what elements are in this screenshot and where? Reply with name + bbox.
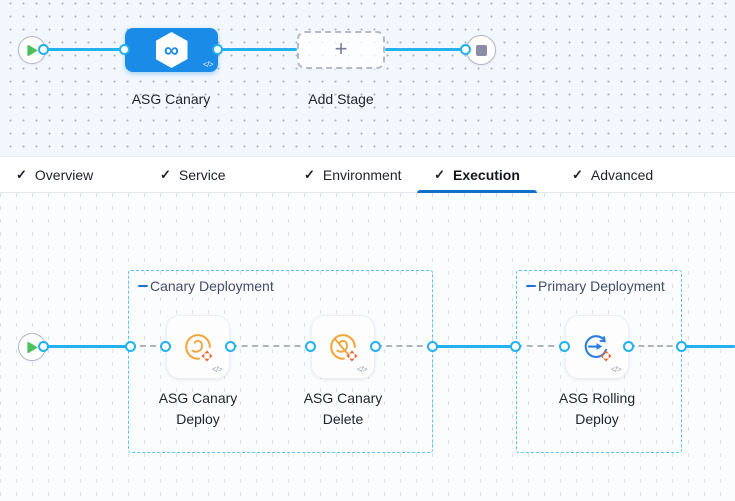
step-card-asg-canary-delete[interactable]: </> — [311, 315, 375, 379]
add-stage-label: Add Stage — [308, 91, 374, 107]
check-icon: ✓ — [434, 166, 445, 182]
tab-environment[interactable]: ✓ Environment — [304, 157, 402, 192]
tab-label: Service — [178, 166, 226, 183]
code-view-icon: </> — [610, 365, 622, 374]
connector-port — [460, 44, 471, 55]
add-stage-button[interactable]: + — [297, 31, 385, 69]
code-view-icon: </> — [211, 365, 223, 374]
stage-card-asg-canary[interactable]: ∞ </> — [125, 28, 218, 72]
tab-label: Execution — [453, 166, 520, 183]
connector-line — [44, 345, 130, 348]
check-icon: ✓ — [572, 166, 583, 182]
connector-port — [559, 341, 570, 352]
tab-label: Overview — [34, 166, 94, 183]
active-tab-indicator — [417, 190, 537, 193]
step-group-primary-deployment[interactable]: Primary Deployment — [516, 270, 682, 453]
tab-execution[interactable]: ✓ Execution — [417, 157, 537, 193]
connector-port — [38, 44, 49, 55]
step-name-label: ASG Rolling Deploy — [558, 390, 636, 427]
plus-icon: + — [334, 36, 348, 61]
connector-port — [370, 341, 381, 352]
play-icon — [27, 341, 38, 353]
pipeline-end-node — [466, 35, 496, 65]
stage-name-label: ASG Canary — [131, 91, 211, 107]
connector-port — [212, 44, 223, 55]
harness-cd-icon: ∞ — [155, 32, 188, 68]
step-name-label: ASG Canary Delete — [303, 390, 383, 427]
stage-config-tabs: ✓ Overview ✓ Service ✓ Environment ✓ Exe… — [0, 156, 735, 193]
connector-port — [119, 44, 130, 55]
tab-service[interactable]: ✓ Service — [160, 157, 226, 192]
play-icon — [27, 44, 38, 56]
collapse-group-icon[interactable] — [138, 284, 148, 288]
step-card-asg-rolling-deploy[interactable]: </> — [565, 315, 629, 379]
check-icon: ✓ — [160, 166, 171, 182]
connector-port — [510, 341, 521, 352]
connector-port — [676, 341, 687, 352]
tab-label: Advanced — [590, 166, 654, 183]
code-view-icon: </> — [202, 60, 214, 69]
connector-line — [433, 345, 516, 348]
connector-line — [682, 345, 735, 348]
group-header: Canary Deployment — [138, 278, 274, 294]
tab-advanced[interactable]: ✓ Advanced — [572, 157, 653, 192]
connector-port — [225, 341, 236, 352]
step-group-canary-deployment[interactable]: Canary Deployment — [128, 270, 433, 453]
group-title: Canary Deployment — [150, 278, 274, 294]
connector-line-dashed — [516, 345, 565, 347]
connector-port — [427, 341, 438, 352]
asg-rolling-deploy-icon — [584, 335, 612, 362]
connector-line-dashed — [231, 345, 311, 347]
asg-canary-deploy-icon — [185, 334, 213, 362]
asg-canary-delete-icon — [330, 334, 358, 362]
tab-overview[interactable]: ✓ Overview — [16, 157, 93, 192]
stop-icon — [475, 44, 487, 56]
harness-logo-glyph: ∞ — [164, 38, 179, 62]
connector-port — [623, 341, 634, 352]
connector-line-dashed — [130, 345, 166, 347]
step-name-label: ASG Canary Deploy — [158, 390, 238, 427]
stage-pipeline-canvas[interactable]: ∞ </> + ASG Canary Add Stage — [0, 0, 735, 156]
execution-canvas[interactable]: Canary Deployment Primary Deployment — [0, 193, 735, 501]
connector-line — [218, 48, 297, 51]
connector-port — [305, 341, 316, 352]
connector-line — [385, 48, 466, 51]
connector-line-dashed — [376, 345, 433, 347]
connector-port — [125, 341, 136, 352]
collapse-group-icon[interactable] — [526, 284, 536, 288]
connector-port — [38, 341, 49, 352]
connector-line — [44, 48, 126, 51]
connector-line-dashed — [629, 345, 682, 347]
check-icon: ✓ — [304, 166, 315, 182]
step-card-asg-canary-deploy[interactable]: </> — [166, 315, 230, 379]
code-view-icon: </> — [356, 365, 368, 374]
group-header: Primary Deployment — [526, 278, 665, 294]
group-title: Primary Deployment — [538, 278, 665, 294]
check-icon: ✓ — [16, 166, 27, 182]
tab-label: Environment — [322, 166, 402, 183]
connector-port — [160, 341, 171, 352]
